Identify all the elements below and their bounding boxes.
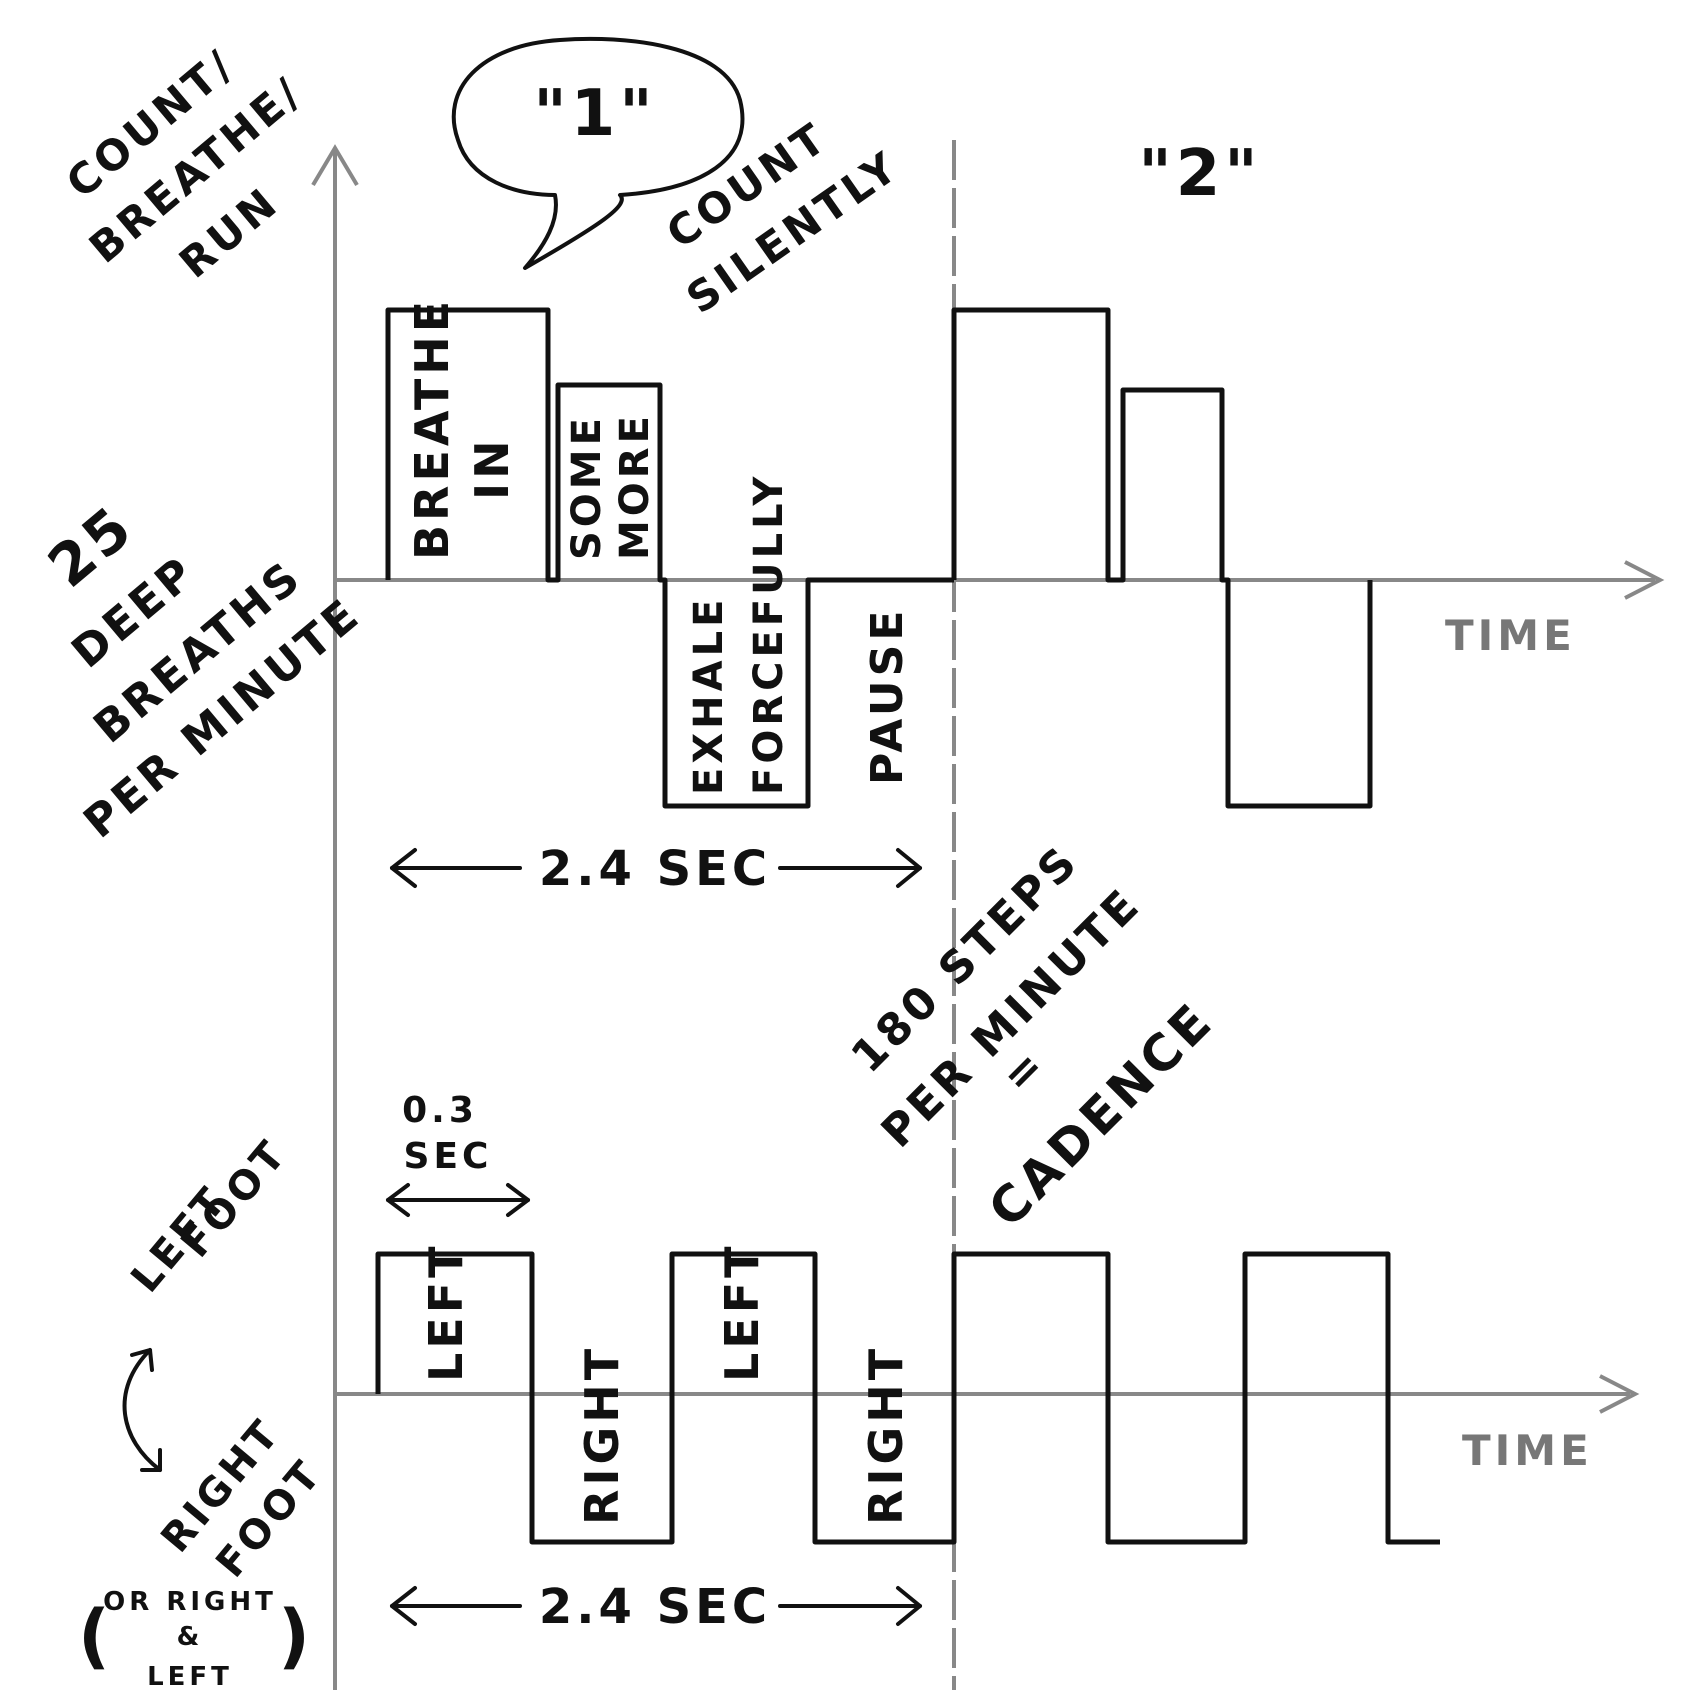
- svg-text:0.3: 0.3: [402, 1090, 478, 1131]
- step-label-left-1: LEFT: [419, 1242, 473, 1382]
- svg-text:FORCEFULLY: FORCEFULLY: [746, 473, 792, 795]
- svg-text:): ): [278, 1595, 314, 1677]
- step-duration-label: 0.3 SEC: [402, 1090, 493, 1177]
- top-time-label: TIME: [1445, 611, 1576, 660]
- svg-text:LEFT: LEFT: [147, 1662, 233, 1692]
- segment-label-breathe-in: BREATHE IN: [405, 297, 519, 560]
- svg-text:SEC: SEC: [404, 1136, 493, 1177]
- segment-label-some-more: SOME MORE: [564, 412, 658, 560]
- svg-text:(: (: [78, 1595, 114, 1677]
- top-duration-arrow: [390, 848, 922, 888]
- top-duration-label: 2.4 SEC: [539, 841, 771, 897]
- svg-text:SOME: SOME: [564, 414, 610, 560]
- alternation-arrowhead-up: [130, 1348, 154, 1372]
- bottom-time-axis-arrowhead: [1599, 1374, 1640, 1414]
- cadence-label: 180 STEPS PER MINUTE = CADENCE: [842, 835, 1225, 1238]
- svg-text:&: &: [177, 1622, 204, 1652]
- step-waveform-cycle-2: [951, 1251, 1440, 1545]
- step-label-left-2: LEFT: [715, 1242, 769, 1382]
- svg-text:MORE: MORE: [612, 412, 658, 560]
- right-foot-label: RIGHT FOOT: [152, 1410, 331, 1587]
- breathing-waveform-cycle-2: [951, 307, 1373, 809]
- svg-text:EXHALE: EXHALE: [686, 596, 732, 795]
- bottom-time-label: TIME: [1462, 1426, 1593, 1475]
- svg-text:OR RIGHT: OR RIGHT: [103, 1587, 277, 1617]
- y-axis-label-count-breathe-run: COUNT/ BREATHE/ RUN: [57, 39, 312, 288]
- speech-bubble: [451, 36, 745, 270]
- left-foot-label: LEFT FOOT: [122, 1131, 296, 1302]
- svg-text:BREATHE: BREATHE: [405, 297, 459, 560]
- segment-label-exhale-forcefully: EXHALE FORCEFULLY: [686, 473, 792, 795]
- svg-text:IN: IN: [465, 436, 519, 500]
- count-silently-label: COUNT SILENTLY: [658, 112, 909, 323]
- bottom-duration-label: 2.4 SEC: [539, 1579, 771, 1635]
- breathing-waveform-cycle-1: [385, 307, 954, 809]
- step-waveform-cycle-1: [375, 1251, 957, 1545]
- alternation-arrow: [122, 1348, 162, 1472]
- bottom-duration-arrow: [390, 1586, 922, 1626]
- alternation-arrowhead-down: [140, 1448, 162, 1472]
- vertical-axis-arrowhead: [311, 144, 359, 187]
- step-label-right-1: RIGHT: [575, 1345, 629, 1525]
- speech-count-one: "1": [533, 77, 656, 151]
- top-time-axis-arrowhead: [1624, 560, 1665, 600]
- step-duration-arrow: [386, 1183, 530, 1217]
- count-two-label: "2": [1138, 137, 1261, 211]
- breaths-per-minute-label: 25 DEEP BREATHS PER MINUTE: [35, 492, 371, 849]
- segment-label-pause: PAUSE: [862, 607, 913, 785]
- or-right-left-note: ( OR RIGHT & LEFT ): [78, 1587, 314, 1692]
- step-label-right-2: RIGHT: [859, 1345, 913, 1525]
